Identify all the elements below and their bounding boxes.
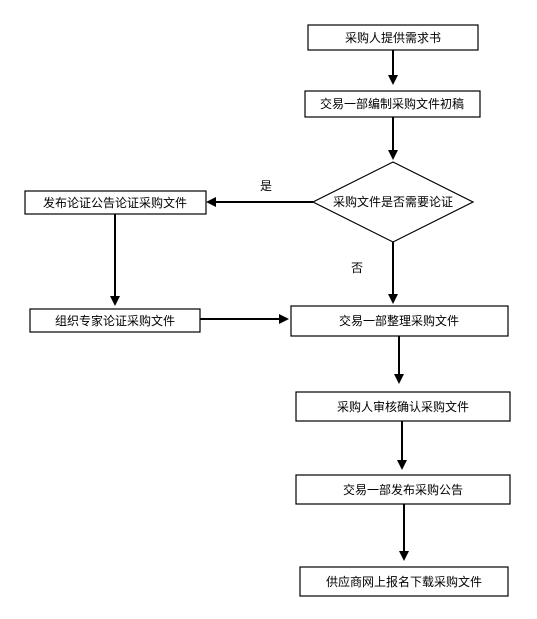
node-announce-label: 交易一部发布采购公告 [343, 482, 463, 497]
node-download: 供应商网上报名下载采购文件 [299, 566, 509, 597]
node-confirm: 采购人审核确认采购文件 [295, 391, 511, 422]
node-download-label: 供应商网上报名下载采购文件 [326, 574, 482, 589]
node-organize-label: 交易一部整理采购文件 [339, 313, 459, 328]
node-expert-review-label: 组织专家论证采购文件 [55, 313, 175, 328]
node-draft: 交易一部编制采购文件初稿 [304, 90, 481, 118]
node-decision-label: 采购文件是否需要论证 [333, 194, 453, 209]
node-start: 采购人提供需求书 [307, 24, 479, 51]
node-decision: 采购文件是否需要论证 [311, 161, 475, 243]
no-label: 否 [351, 261, 363, 275]
yes-label: 是 [260, 179, 272, 193]
node-confirm-label: 采购人审核确认采购文件 [337, 399, 469, 414]
node-expert-review: 组织专家论证采购文件 [29, 308, 201, 333]
node-start-label: 采购人提供需求书 [345, 30, 441, 45]
node-organize: 交易一部整理采购文件 [290, 305, 509, 337]
node-announce: 交易一部发布采购公告 [295, 474, 511, 505]
node-publish-review-label: 发布论证公告论证采购文件 [43, 195, 187, 210]
node-publish-review: 发布论证公告论证采购文件 [24, 190, 207, 215]
node-draft-label: 交易一部编制采购文件初稿 [320, 96, 464, 111]
